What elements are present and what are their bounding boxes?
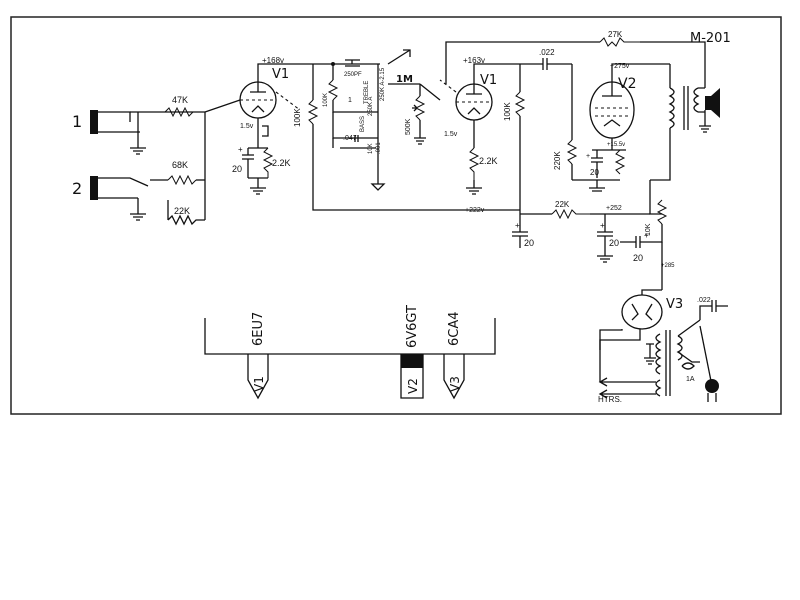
r-in2b-label: 22K [174,206,190,216]
svg-text:+: + [644,231,649,240]
tube-v1b-label: V1 [480,73,497,88]
bass-label: BASS [360,116,366,132]
c-line-label: .022 [697,297,711,304]
tube-key: 6EU7 V1 6V6GT V2 6CA4 V3 [204,305,496,400]
v1b-cathode-network: 2.2K [466,147,498,195]
volume-controls: 1M 500K [387,49,441,145]
v3-type-label: 6CA4 [447,311,462,346]
r-tone1-label: 100K [323,93,329,107]
line-plug-icon [705,379,719,393]
svg-text:+: + [515,221,520,230]
c-couple-label: .022 [539,48,555,57]
c-v2-cath-label: 20 [590,168,599,177]
svg-text:+: + [586,153,590,160]
tube-v3: V3 [621,289,683,330]
model-label: M-201 [690,31,731,46]
htrs-label: HTRS. [598,395,622,404]
input-jack-2: 2 [72,176,149,221]
input-jack-1: 1 [72,110,205,155]
svg-text:1: 1 [348,97,352,104]
r-v1b-plate-label: 100K [503,102,512,121]
r-in1-label: 47K [172,95,188,105]
treble-pot-label: 250K A-2.15 [380,67,386,101]
c-f1-label: 20 [524,238,534,248]
schematic-border [10,16,782,415]
tube-v2-label: V2 [618,76,636,92]
v2-plate-voltage: +275v [610,63,630,70]
c-f2-label: 20 [609,238,619,248]
v1-plate-voltage: +168v [262,56,284,65]
v1b-plate-voltage: +163v [463,56,485,65]
tube-v2: V2 [589,70,636,150]
r-v1b-cath-label: 2.2K [479,156,498,166]
r-scr-label: 10K [645,223,652,236]
c-f3-label: 20 [633,253,643,263]
r-fb-label: 27K [608,30,623,39]
treble-label: TREBLE [364,81,370,104]
c-tone-250-label: 250PF [344,72,362,78]
heater-leads: HTRS. [598,350,656,404]
b1-voltage: +222v [465,207,485,214]
v1a-cathode-network: + 20 2.2K [232,140,291,195]
tone-stack: 100K 250PF 1 .047 250K A BASS 10K .001 2… [318,59,386,191]
input-1-label: 1 [72,112,82,131]
tube-v1a: V1 [239,67,301,140]
key-v2-label: V2 [406,378,420,394]
c-v1-cath-label: 20 [232,164,242,174]
feedback-loop: 27K [445,30,706,88]
input-resistor-network: 47K 68K 22K [150,95,241,226]
r-dec-label: 22K [555,200,570,209]
v1a-plate-load: 100K [293,64,520,211]
b3-voltage: +285 [661,263,675,269]
v2-cathode-network: + 20 +15.5v [572,142,626,192]
r-tone2-label: 10K [368,143,374,154]
svg-text:+: + [238,145,243,154]
key-v3-label: V3 [448,376,462,392]
svg-text:+: + [600,221,605,230]
pot-1m-label: 1M [396,74,413,85]
tube-v3-label: V3 [666,297,683,312]
v2-type-label: 6V6GT [405,305,420,348]
key-v1-label: V1 [252,376,266,392]
line-input: .022 1A [677,297,728,402]
output-transformer [650,64,705,181]
tube-v1b: V1 [439,66,497,148]
speaker [699,88,720,133]
v1b-plate-load: 100K +222v [465,64,526,230]
bass-pot-label: 250K A [368,97,374,116]
fuse-label: 1A [686,376,695,383]
r-in2a-label: 68K [172,160,188,170]
c-tone-001-label: .001 [376,142,382,154]
c-tone-047-label: .047 [343,135,357,142]
r-v1-cath-label: 2.2K [272,158,291,168]
v1a-cathode-voltage: 1.5v [240,123,254,130]
v2-cathode-voltage: +15.5v [607,142,625,148]
v1-type-label: 6EU7 [251,312,266,346]
b2-voltage: +252 [606,205,622,212]
r-v2-grid-label: 220K [553,151,562,170]
input-2-label: 2 [72,179,82,198]
pot-500k-label: 500K [405,118,412,135]
power-transformer [599,329,683,397]
power-filter: + 20 22K +252 + 20 10K + 20 +285 [512,180,675,290]
coupling-cap: .022 220K [520,48,578,180]
v1b-cathode-voltage: 1.5v [444,131,458,138]
tube-v1a-label: V1 [272,67,289,82]
r-v1-plate-label: 100K [293,108,302,127]
